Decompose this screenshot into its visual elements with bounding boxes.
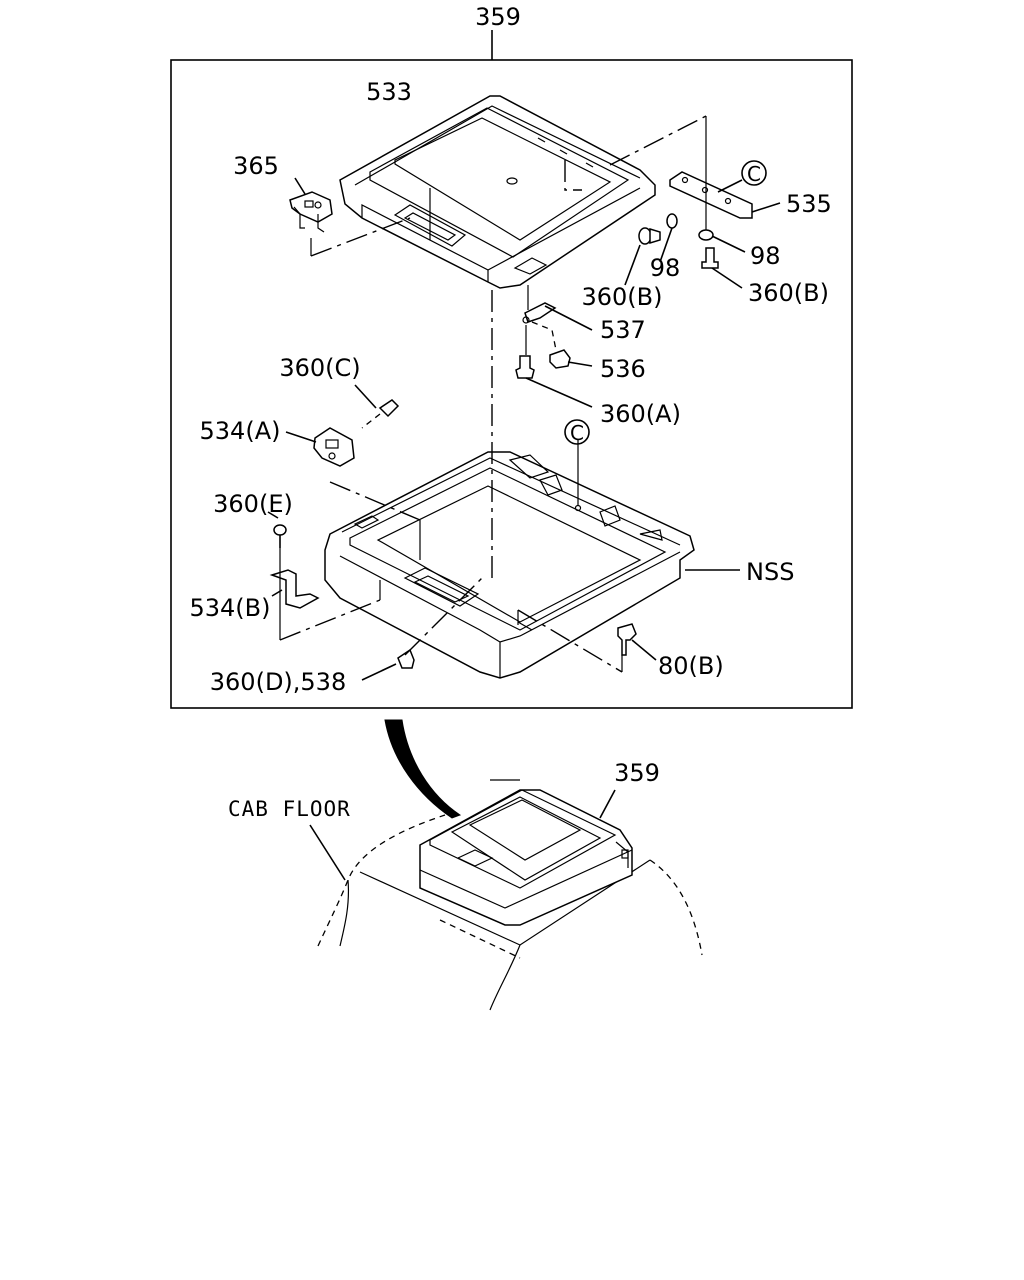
screw-360c xyxy=(354,384,400,429)
label-cab-floor: CAB FLOOR xyxy=(228,797,351,821)
cover-533 xyxy=(339,95,656,289)
console-installed xyxy=(419,789,633,926)
screw-360e xyxy=(267,511,287,548)
label-360a: 360(A) xyxy=(600,400,681,428)
location-arrow xyxy=(384,719,462,819)
assembly-guide-lines xyxy=(279,115,707,673)
label-365: 365 xyxy=(233,152,279,180)
label-360d-538: 360(D),538 xyxy=(210,668,346,696)
label-98-right: 98 xyxy=(750,242,781,270)
label-359-bottom: 359 xyxy=(614,759,660,787)
label-534a: 534(A) xyxy=(200,417,281,445)
label-536: 536 xyxy=(600,355,646,383)
bracket-534b xyxy=(269,569,320,609)
label-359-top: 359 xyxy=(475,3,521,31)
label-534b: 534(B) xyxy=(190,594,271,622)
diagram-frame xyxy=(170,59,853,709)
cab-floor-outline xyxy=(309,779,703,1011)
label-98-left: 98 xyxy=(650,254,681,282)
screw-360a xyxy=(515,355,593,408)
washer-98-right xyxy=(698,229,746,253)
label-360e: 360(E) xyxy=(213,490,293,518)
label-nss: NSS xyxy=(746,558,794,586)
label-537: 537 xyxy=(600,316,646,344)
ref-c-bottom-label: C xyxy=(570,421,584,445)
clip-536 xyxy=(549,349,593,369)
label-535: 535 xyxy=(786,190,832,218)
plate-537 xyxy=(522,302,593,331)
latch-534a xyxy=(285,427,355,467)
bolt-80b xyxy=(617,623,657,661)
label-533: 533 xyxy=(366,78,412,106)
bracket-535 xyxy=(669,171,781,219)
screw-360b-right xyxy=(701,247,743,289)
switch-365 xyxy=(289,177,333,233)
ref-circle-c-top: C xyxy=(717,160,767,193)
label-360c: 360(C) xyxy=(279,354,360,382)
console-base-nss xyxy=(324,451,740,679)
label-360b-left: 360(B) xyxy=(582,283,663,311)
ref-circle-c-bottom: C xyxy=(564,419,590,445)
label-360b-right: 360(B) xyxy=(748,279,829,307)
label-80b: 80(B) xyxy=(658,652,724,680)
ref-c-top-label: C xyxy=(747,162,761,186)
washer-98-left xyxy=(659,213,678,263)
screw-360b-left xyxy=(624,227,661,286)
